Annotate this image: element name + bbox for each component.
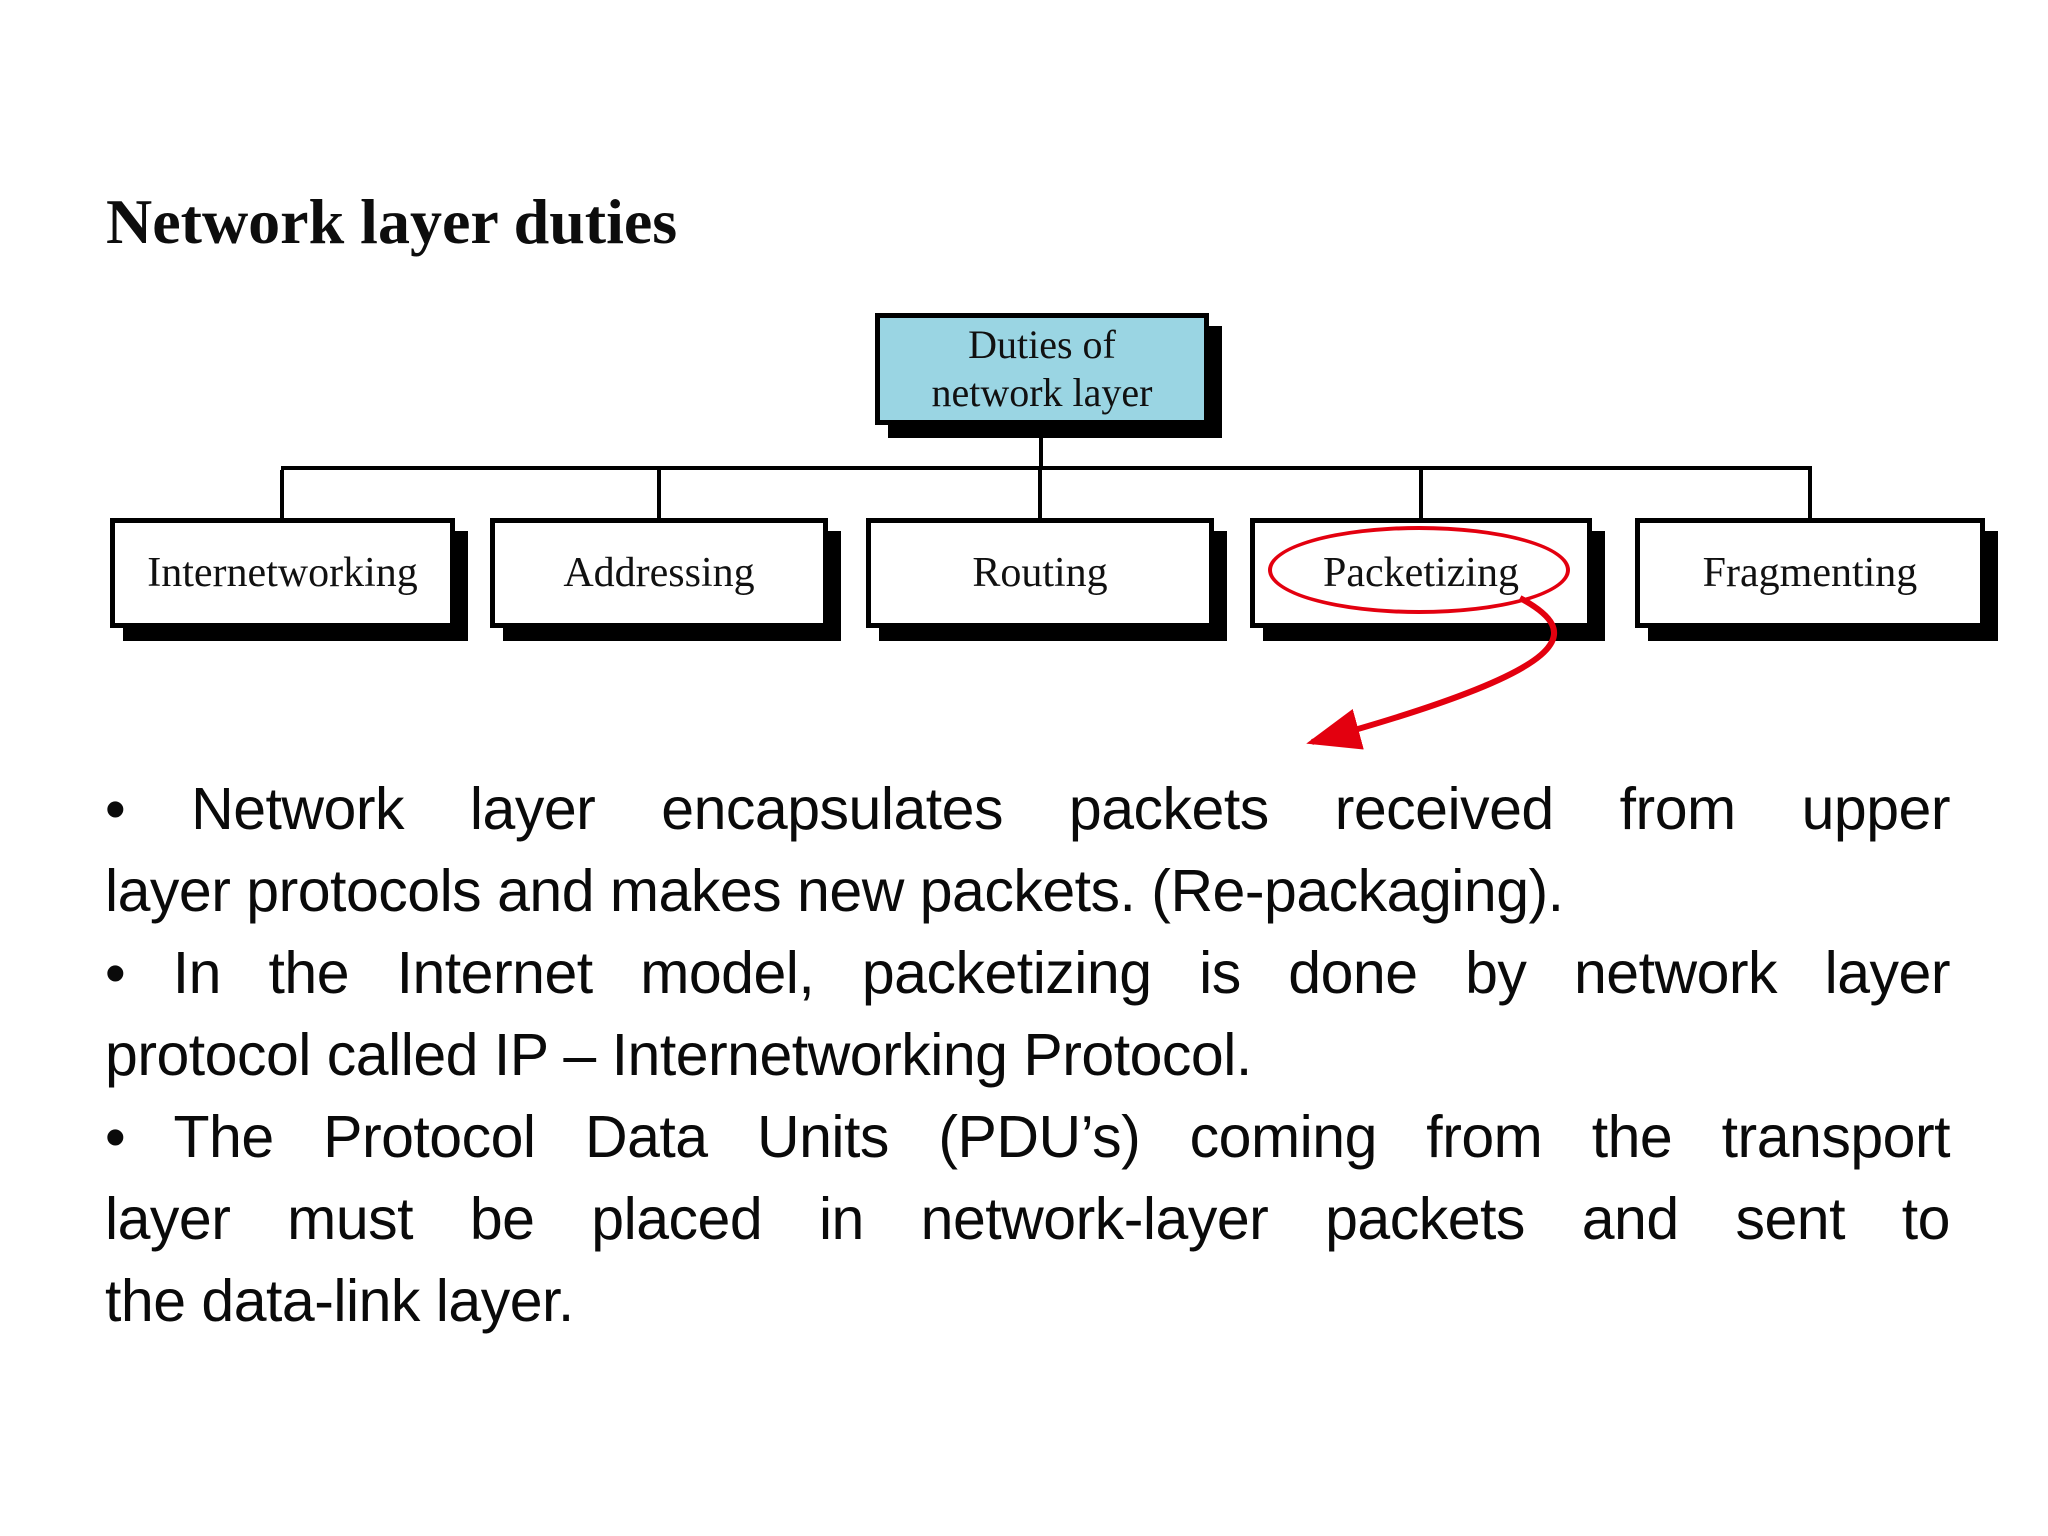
box-label: Internetworking (147, 550, 418, 596)
connector-stem-routing (1038, 470, 1042, 518)
diagram-box-internetworking: Internetworking (110, 518, 455, 628)
bullet-line: • In the Internet model, packetizing is … (105, 940, 1951, 1006)
bullet-line: • Network layer encapsulates packets rec… (105, 776, 1951, 842)
diagram-box-routing: Routing (866, 518, 1214, 628)
connector-stem-fragmenting (1808, 470, 1812, 518)
diagram-box-addressing: Addressing (490, 518, 828, 628)
connector-stem-packetizing (1419, 470, 1423, 518)
connector-stem-addressing (657, 470, 661, 518)
box-label: Fragmenting (1702, 550, 1918, 596)
red-highlight-ellipse (1268, 526, 1570, 614)
bullet-line: protocol called IP – Internetworking Pro… (105, 1022, 1252, 1088)
bullet-line: layer must be placed in network-layer pa… (105, 1186, 1951, 1252)
diagram-root-box: Duties of network layer (875, 313, 1209, 425)
connector-stem-internetworking (280, 470, 284, 518)
bullet-text-block: • Network layer encapsulates packets rec… (105, 768, 1951, 1342)
bullet-line: the data-link layer. (105, 1268, 574, 1334)
root-box-label-line1: Duties of (968, 322, 1116, 367)
root-box-label-line2: network layer (931, 370, 1153, 415)
diagram-box-fragmenting: Fragmenting (1635, 518, 1985, 628)
connector-root-stem (1039, 423, 1043, 470)
page-title: Network layer duties (106, 186, 678, 257)
bullet-line: • The Protocol Data Units (PDU’s) coming… (105, 1104, 1951, 1170)
connector-horizontal-line (281, 466, 1812, 470)
bullet-line: layer protocols and makes new packets. (… (105, 858, 1564, 924)
box-label: Routing (972, 550, 1108, 596)
box-label: Addressing (563, 550, 755, 596)
